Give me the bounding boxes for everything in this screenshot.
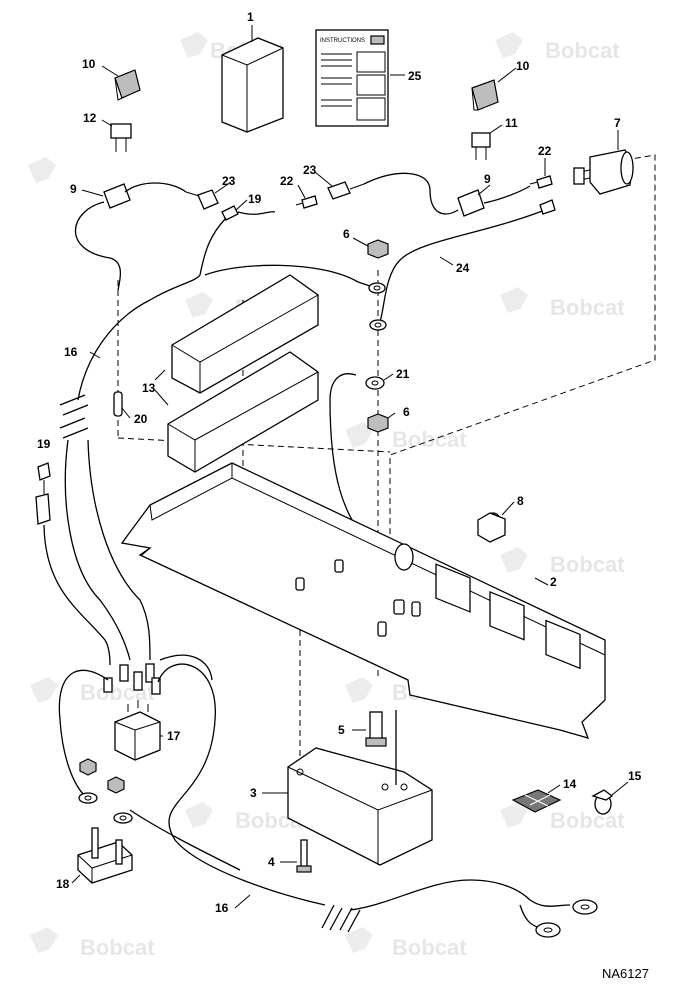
callout-11: 11 [505,116,518,130]
part-15-cable-tie [591,789,614,815]
part-24-wire [539,199,556,215]
part-7-flasher [573,149,634,195]
part-22-connector-mid [295,195,318,209]
ring-terminal-mid [369,319,387,331]
part-18-terminal-block [77,827,133,884]
part-9-fuse-holder-left [103,183,131,209]
watermark-bottom-far-left: Bobcat [30,927,155,960]
part-3-control-box [287,710,433,866]
watermark-text: Bobcat [392,427,467,452]
part-22-connector-right [529,175,553,189]
callout-8: 8 [517,494,524,508]
watermark-text: Bobcat [392,935,467,960]
callout-10-right: 10 [516,59,530,73]
callout-9-right: 9 [484,172,491,186]
watermark-text: Bobcat [550,295,625,320]
watermark-lower-right: Bobcat [500,547,625,577]
callout-6-top: 6 [343,227,350,241]
part-25-instructions-sheet: INSTRUCTIONS [315,29,389,127]
watermark-text: Bobcat [550,552,625,577]
callout-21: 21 [396,367,410,381]
callout-6-lower: 6 [403,405,410,419]
callout-3: 3 [250,786,257,800]
harness-break-upper [59,394,89,439]
harness-break-lower [321,904,361,933]
watermark-text: Bobcat [80,935,155,960]
part-12-fuse [110,123,132,152]
callout-19-top: 19 [248,192,262,206]
part-20-fuse [113,391,123,417]
part-14-adhesive-pad [511,789,562,813]
part-4-screw [296,839,312,873]
drawing-code: NA6127 [602,966,649,981]
callout-1: 1 [247,10,254,24]
part-19-terminal-top [221,205,239,221]
callout-23-left: 23 [222,174,236,188]
watermark-center: Bobcat [345,422,467,452]
callout-22-right: 22 [538,144,552,158]
callout-4: 4 [268,855,275,869]
ring-terminal-lower-left [78,792,98,804]
part-10-fuse-cover-left [114,69,141,101]
callout-18: 18 [56,877,70,891]
part-6-nut-lower [367,413,389,433]
callout-13: 13 [142,381,156,395]
part-9-fuse-holder-right [457,189,485,217]
part-5-bolt [365,711,387,747]
callout-25: 25 [408,69,422,83]
part-19-terminal-left [35,462,51,525]
part-2-mounting-plate [120,462,606,739]
ring-terminal-top [357,281,386,294]
plate-standoffs [295,559,421,637]
nut-lower-mid [107,776,125,794]
callout-2: 2 [550,575,557,589]
part-23-connector-mid [327,181,365,200]
watermark-top-right: Bobcat [495,32,620,63]
callout-16-bottom: 16 [215,901,229,915]
part-6-nut-top [367,239,389,259]
watermark-bottom-center: Bobcat [345,927,467,960]
watermark-mid-right: Bobcat [500,287,625,320]
callout-7: 7 [614,116,621,130]
instructions-title: INSTRUCTIONS [320,38,365,44]
callout-19-left: 19 [37,437,51,451]
watermark-mid-left [28,157,56,183]
callout-5: 5 [338,723,345,737]
callout-22-mid: 22 [280,174,294,188]
watermark-text: Bobcat [80,680,155,705]
watermark-bottom-right: Bobcat [500,802,625,833]
callout-20: 20 [134,412,148,426]
harness-end-connectors [103,663,161,695]
ring-terminal-lower-mid [113,812,133,824]
wiring-upper [43,172,546,666]
watermark-bottom-left2: Bobcat [30,677,155,705]
callout-labels: 1 25 10 10 12 11 7 9 9 22 23 22 23 19 6 … [37,10,642,915]
leader-lines [71,25,629,909]
part-10-fuse-cover-right [471,79,499,111]
callout-16-top: 16 [64,345,78,359]
part-13-pad-lower [167,351,319,473]
callout-12: 12 [83,111,97,125]
part-23-connector-left [185,189,219,210]
nut-lower-left [79,758,97,776]
callout-15: 15 [628,769,642,783]
callout-17: 17 [167,729,181,743]
ring-terminals-harness-end [519,899,598,938]
wiring-lower [58,654,531,911]
part-8-grommet [477,512,506,543]
watermark-text: Bobcat [550,808,625,833]
callout-24: 24 [456,261,470,275]
callout-14: 14 [563,777,577,791]
watermark-text: Bobcat [545,38,620,63]
part-17-relay [114,700,161,761]
part-11-fuse [471,132,491,160]
part-13-pad-upper [171,274,319,394]
callout-9-left: 9 [70,182,77,196]
callout-10-left: 10 [82,57,96,71]
part-1-module-box [221,37,284,133]
callout-23-mid: 23 [303,163,317,177]
